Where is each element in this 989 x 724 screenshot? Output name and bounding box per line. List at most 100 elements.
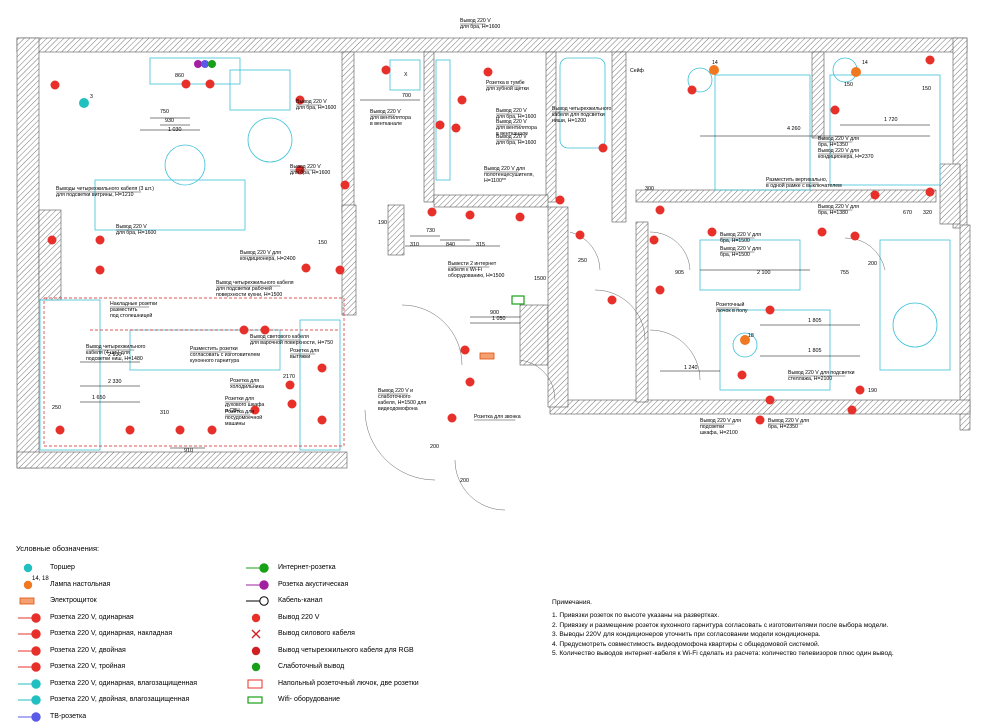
socket-icon xyxy=(287,399,297,409)
plan-label-l29: Разместить вертикально,в одной рамке с в… xyxy=(766,177,842,189)
table-lamp-icon xyxy=(23,580,33,589)
dimension-d2170: 2170 xyxy=(283,374,295,380)
dimension-d250b: 250 xyxy=(52,405,61,411)
room-mark-3: 3 xyxy=(90,94,93,100)
dimension-d1805b: 1 805 xyxy=(808,348,822,354)
electrical-panel-icon xyxy=(19,597,35,605)
legend-mark: 14, 18 xyxy=(32,575,49,582)
socket-icon xyxy=(870,190,880,200)
room-mark-14b: 14 xyxy=(862,60,868,66)
dimension-d700: 700 xyxy=(402,93,411,99)
floor-box-icon xyxy=(247,679,263,688)
socket-single-icon xyxy=(18,612,41,623)
plan-label-l10: Выводы четырехжильного кабеля (3 шт.)для… xyxy=(56,186,154,198)
note-item: 2. Привязку и размещение розеток кухонно… xyxy=(552,621,889,629)
dimension-d840: 840 xyxy=(446,242,455,248)
socket-icon xyxy=(335,265,345,275)
floor-lamp-icon xyxy=(23,563,33,573)
legend-label: Wifi- оборудование xyxy=(278,696,340,703)
socket-icon xyxy=(340,180,350,190)
socket-icon xyxy=(765,395,775,405)
socket-icon xyxy=(737,370,747,380)
socket-icon xyxy=(687,85,697,95)
wifi-equipment-icon xyxy=(511,295,525,305)
socket-icon xyxy=(285,380,295,390)
notes-title: Примечания. xyxy=(552,599,592,606)
socket-icon xyxy=(427,207,437,217)
dimension-d4260: 4 260 xyxy=(787,126,801,132)
dimension-d2330: 2 330 xyxy=(108,379,122,385)
floor-lamp-icon: 3 xyxy=(79,94,93,108)
dimension-d910: 910 xyxy=(184,448,193,454)
socket-icon xyxy=(850,231,860,241)
legend-label: Вывод 220 V xyxy=(278,613,320,621)
internet-socket-icon xyxy=(246,563,269,573)
dimension-d200a: 200 xyxy=(868,261,877,267)
note-item: 5. Количество выводов интернет-кабеля к … xyxy=(552,650,894,658)
legend-label: Электрощиток xyxy=(50,597,97,604)
socket-icon xyxy=(175,425,185,435)
plan-label-l25: Розетка для звонка xyxy=(474,414,521,420)
socket-icon xyxy=(295,95,305,105)
dimension-d190b: 190 xyxy=(868,388,877,394)
socket-icon xyxy=(125,425,135,435)
dimension-d200c: 200 xyxy=(460,478,469,484)
note-item: 4. Предусмотреть совместимость видеодомо… xyxy=(552,640,820,648)
dimension-d150b: 150 xyxy=(318,240,327,246)
dimension-d1650: 1 650 xyxy=(92,395,106,401)
rgb-cable-icon xyxy=(251,646,261,655)
legend-label: Вывод четырехжильного кабеля для RGB xyxy=(278,646,414,654)
dimension-d315: 315 xyxy=(476,242,485,248)
legend-label: Розетка 220 V, двойная xyxy=(50,646,126,654)
socket-icon xyxy=(515,212,525,222)
acoustic-socket-icon xyxy=(246,579,269,590)
dimension-d1720: 1 720 xyxy=(884,117,898,123)
legend-label: ТВ-розетка xyxy=(50,712,87,720)
socket-icon xyxy=(465,377,475,387)
walls xyxy=(16,37,971,469)
legend-label: Розетка 220 V, одинарная, влагозащищенна… xyxy=(50,679,198,687)
legend-label: Лампа настольная xyxy=(50,580,111,588)
legend-label: Кабель-канал xyxy=(278,597,323,604)
legend-label: Розетка акустическая xyxy=(278,580,349,588)
bathroom-mark: X xyxy=(404,72,408,78)
socket-waterproof-icon xyxy=(18,678,41,689)
socket-icon xyxy=(317,415,327,425)
socket-icon xyxy=(607,295,617,305)
dimension-d930: 930 xyxy=(165,118,174,124)
wifi-equipment-icon xyxy=(247,696,263,704)
socket-icon xyxy=(95,235,105,245)
dimension-d860: 860 xyxy=(175,73,184,79)
legend-label: Вывод силового кабеля xyxy=(278,630,355,637)
socket-icon xyxy=(239,325,249,335)
socket-icon xyxy=(457,95,467,105)
tv-socket-icon xyxy=(18,711,41,722)
socket-icon xyxy=(47,235,57,245)
dimension-d900: 900 xyxy=(490,310,499,316)
note-item: 3. Выводы 220V для кондиционеров уточнит… xyxy=(552,631,821,639)
dimension-d310: 310 xyxy=(410,242,419,248)
safe-label: Сейф xyxy=(630,67,645,74)
socket-icon xyxy=(598,143,608,153)
socket-double-icon xyxy=(18,645,41,656)
